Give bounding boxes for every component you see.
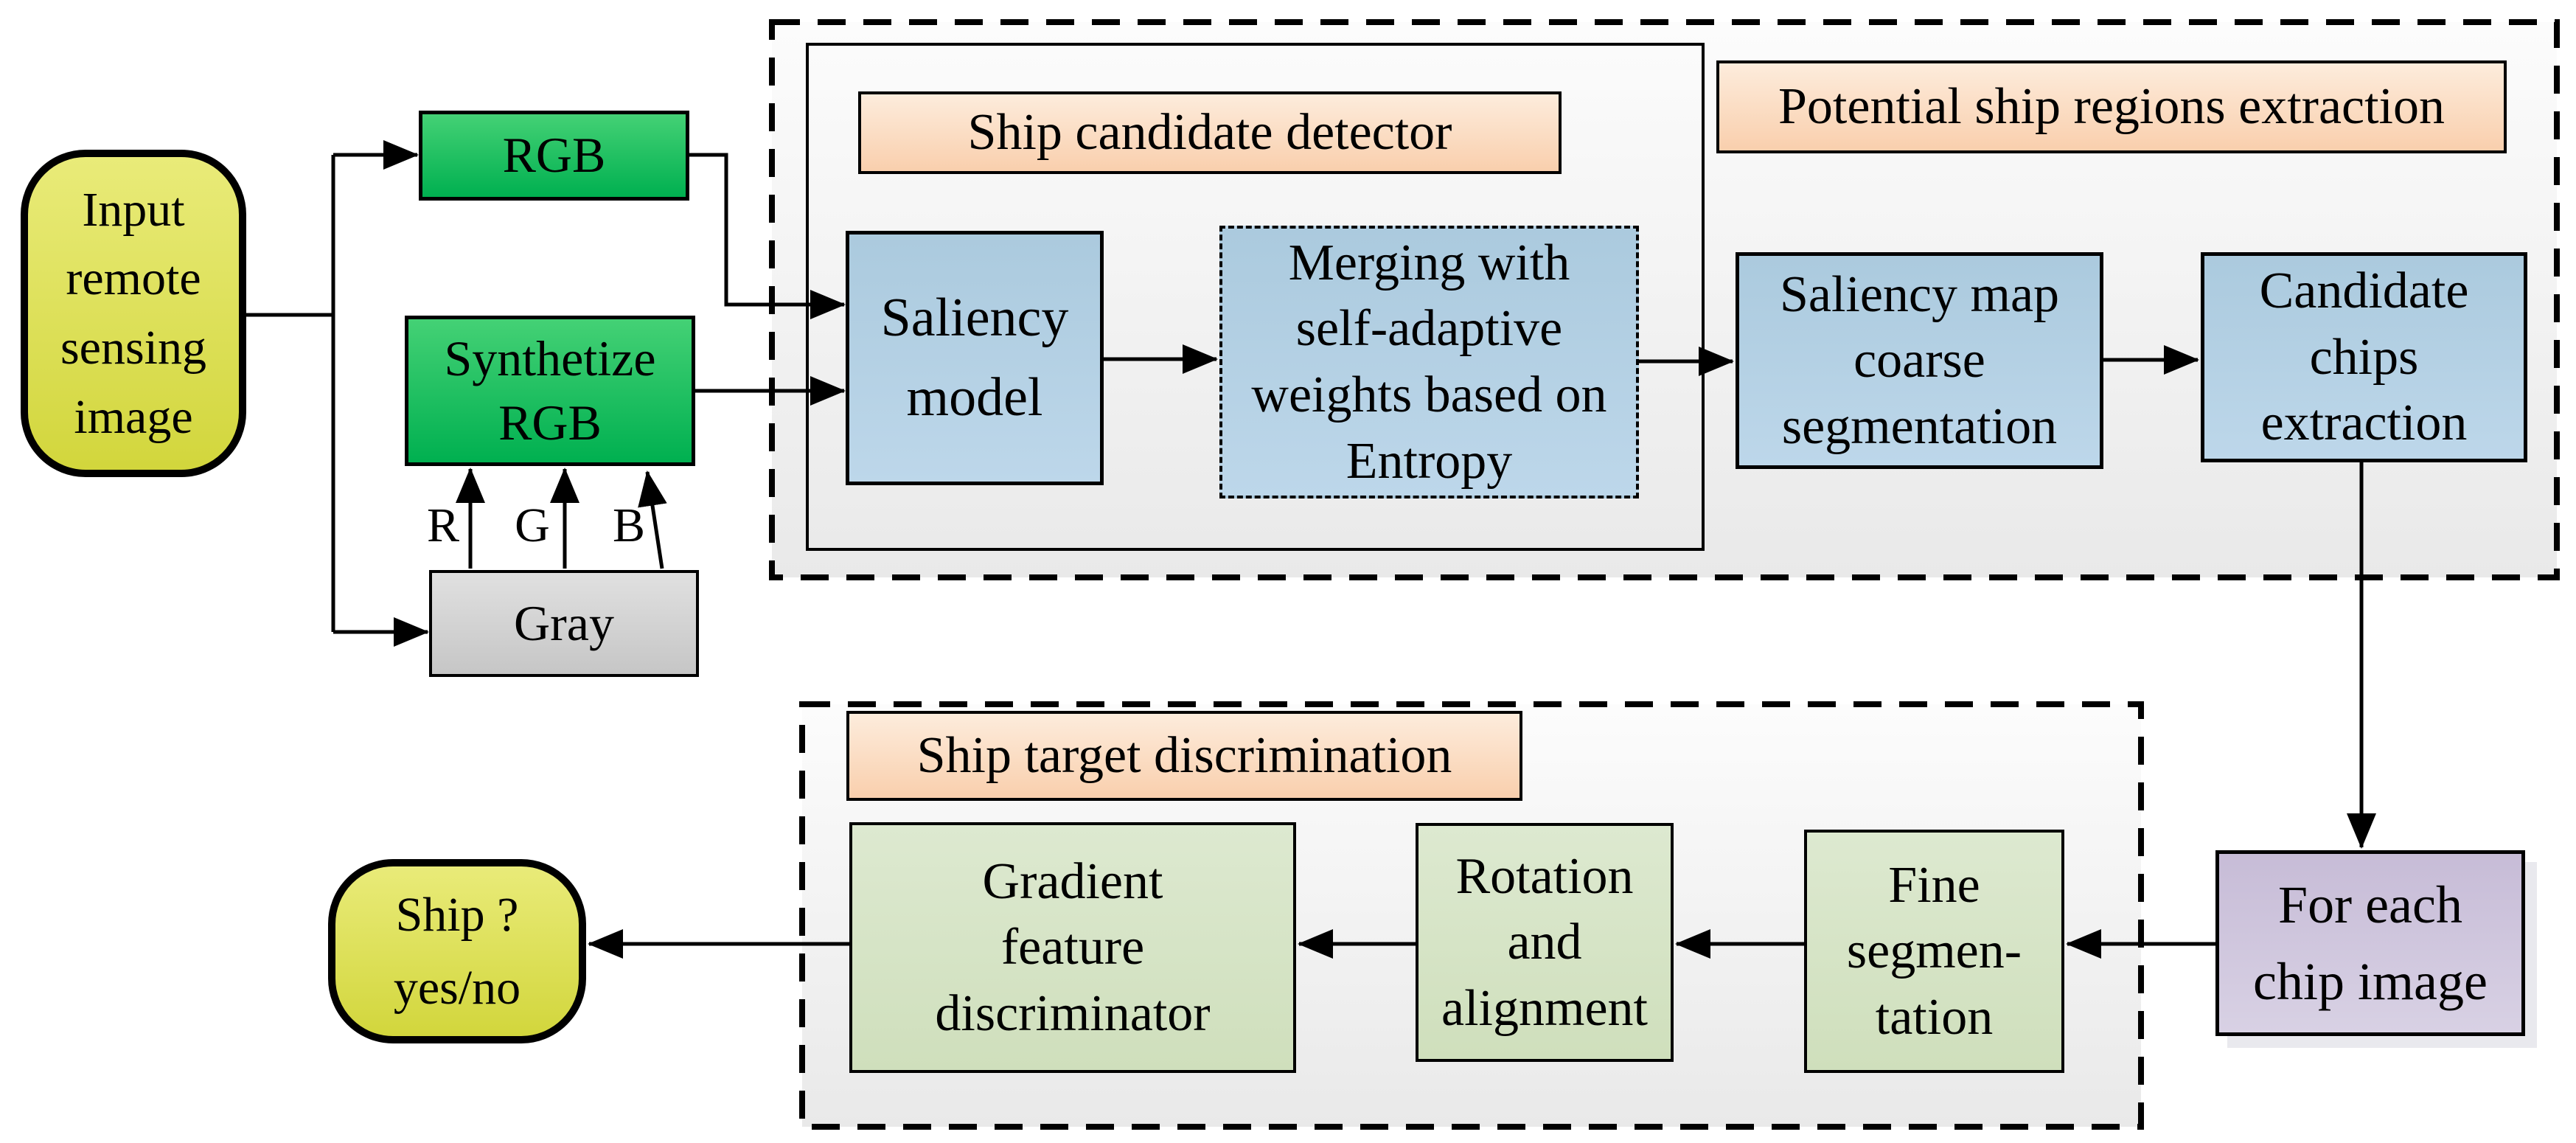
node-line: tation bbox=[1875, 988, 1994, 1046]
node-rgb: RGB bbox=[419, 111, 689, 201]
node-line: Entropy bbox=[1346, 432, 1513, 490]
node-line: image bbox=[74, 389, 193, 444]
node-line: Gray bbox=[514, 594, 614, 651]
node-line: feature bbox=[1000, 919, 1145, 976]
node-line: weights based on bbox=[1251, 366, 1607, 423]
node-line: Gradient bbox=[982, 852, 1163, 910]
node-line: model bbox=[906, 366, 1043, 428]
node-merging-entropy: Merging with self-adaptive weights based… bbox=[1219, 226, 1639, 498]
edge-label-b: B bbox=[612, 498, 646, 552]
node-line: Merging with bbox=[1288, 234, 1570, 291]
node-line: chip image bbox=[2253, 952, 2488, 1011]
node-synthetize-rgb: Synthetize RGB bbox=[405, 316, 695, 466]
node-line: coarse bbox=[1853, 332, 1985, 389]
node-line: and bbox=[1507, 914, 1582, 971]
node-gray: Gray bbox=[429, 570, 699, 677]
node-saliency-map-segmentation: Saliency map coarse segmentation bbox=[1736, 252, 2103, 469]
label-potential-ship-regions: Potential ship regions extraction bbox=[1716, 60, 2507, 153]
node-line: segmen- bbox=[1846, 923, 2022, 980]
node-line: alignment bbox=[1441, 979, 1648, 1037]
node-fine-segmentation: Fine segmen- tation bbox=[1804, 830, 2064, 1073]
node-line: Rotation bbox=[1455, 847, 1634, 905]
node-for-each-chip-image: For each chip image bbox=[2215, 850, 2525, 1036]
label-text: Potential ship regions extraction bbox=[1778, 78, 2445, 136]
edge-gray-b bbox=[638, 470, 667, 569]
node-line: extraction bbox=[2260, 395, 2468, 452]
node-line: Saliency bbox=[880, 288, 1069, 349]
edge-rgb-to-saliency bbox=[689, 153, 846, 319]
node-line: For each bbox=[2278, 875, 2462, 934]
node-line: segmentation bbox=[1781, 397, 2058, 455]
node-input-remote-sensing-image: Input remote sensing image bbox=[21, 150, 246, 477]
label-text: Ship target discrimination bbox=[916, 727, 1452, 785]
node-line: RGB bbox=[498, 395, 602, 451]
node-line: Fine bbox=[1888, 856, 1980, 914]
node-saliency-model: Saliency model bbox=[846, 231, 1104, 485]
node-rotation-alignment: Rotation and alignment bbox=[1416, 823, 1674, 1062]
node-line: RGB bbox=[502, 127, 606, 184]
node-gradient-feature-discriminator: Gradient feature discriminator bbox=[849, 822, 1296, 1073]
label-ship-target-discrimination: Ship target discrimination bbox=[846, 711, 1522, 801]
label-ship-candidate-detector: Ship candidate detector bbox=[858, 91, 1562, 174]
edge-label-r: R bbox=[426, 498, 460, 552]
label-text: Ship candidate detector bbox=[967, 104, 1452, 161]
node-line: chips bbox=[2309, 328, 2419, 386]
ship-candidate-inner-box bbox=[806, 43, 1705, 551]
node-line: Input bbox=[82, 182, 185, 237]
node-ship-decision: Ship ? yes/no bbox=[328, 859, 586, 1043]
node-line: sensing bbox=[60, 321, 206, 375]
node-line: Saliency map bbox=[1779, 265, 2060, 323]
node-line: discriminator bbox=[935, 984, 1211, 1042]
node-line: self-adaptive bbox=[1295, 300, 1563, 358]
node-line: yes/no bbox=[393, 961, 521, 1015]
node-candidate-chips-extraction: Candidate chips extraction bbox=[2201, 252, 2527, 462]
node-line: Candidate bbox=[2259, 263, 2469, 320]
node-line: Ship ? bbox=[395, 888, 519, 942]
node-line: Synthetize bbox=[444, 330, 656, 386]
edge-label-g: G bbox=[515, 498, 550, 552]
node-line: remote bbox=[66, 251, 201, 306]
